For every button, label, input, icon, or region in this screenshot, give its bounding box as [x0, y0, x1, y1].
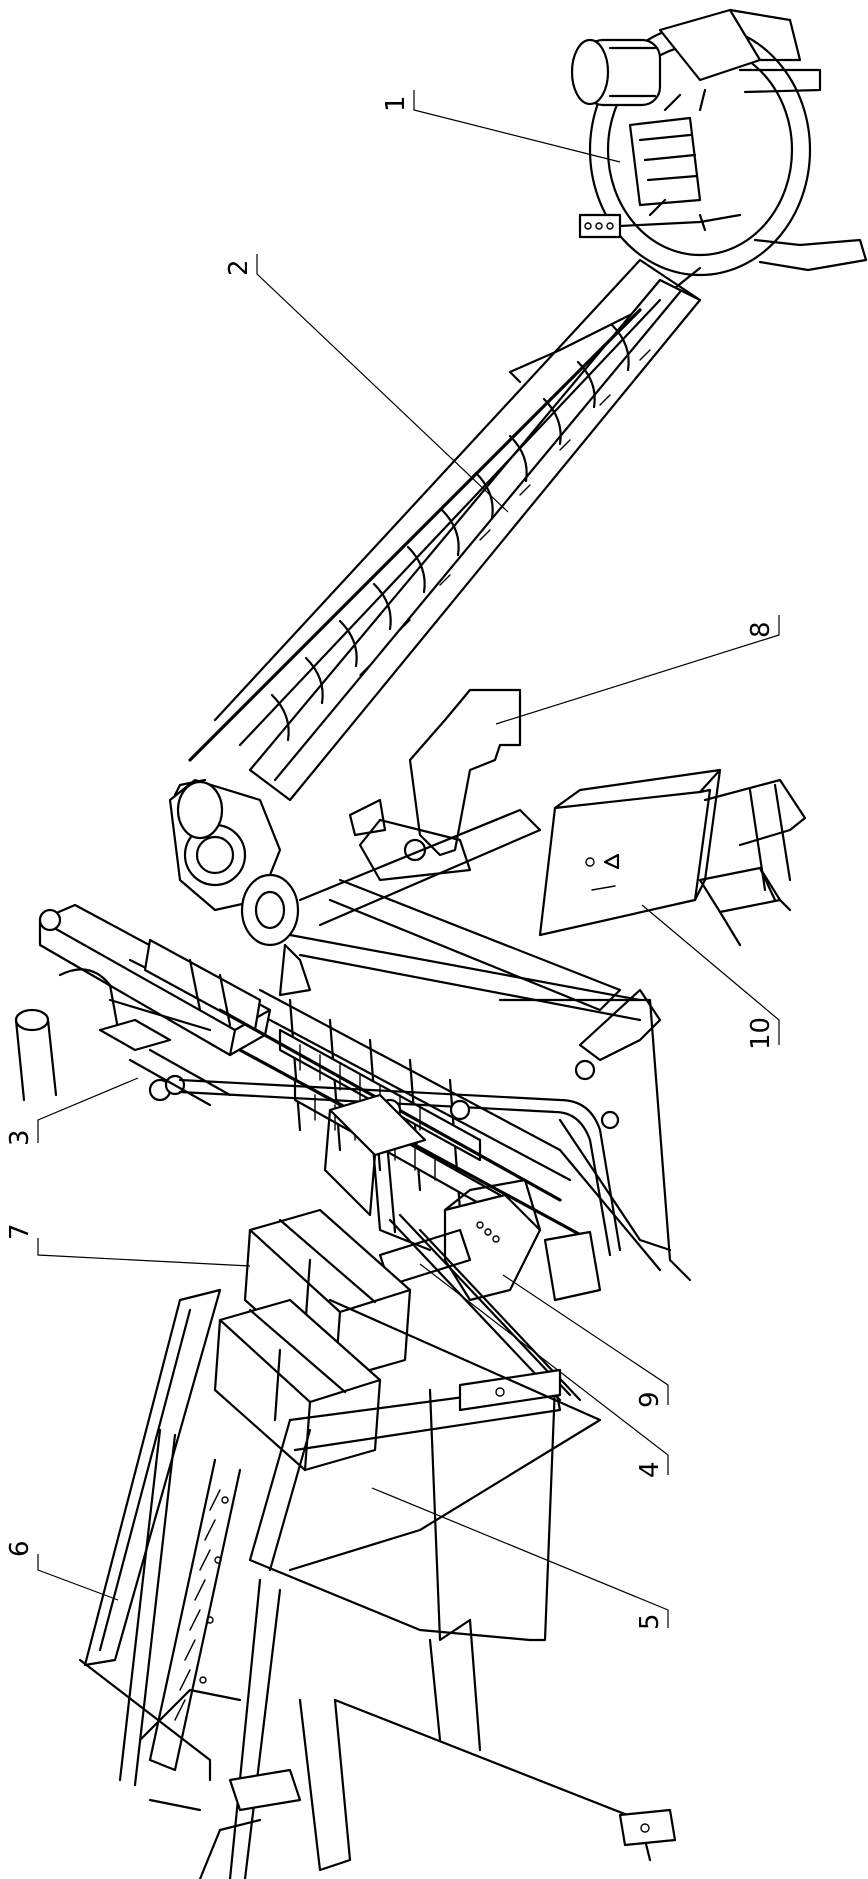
- callout-10: 10: [746, 1017, 776, 1050]
- callout-5: 5: [635, 1613, 665, 1630]
- callout-2: 2: [224, 259, 254, 276]
- callout-4: 4: [635, 1461, 665, 1478]
- callout-8: 8: [746, 621, 776, 638]
- callout-1: 1: [381, 95, 411, 112]
- part-10-control-cabinet: [538, 768, 807, 947]
- part-6-rail-frame: [78, 1288, 302, 1879]
- part-3-press-head: [14, 903, 272, 1107]
- callout-labels: 1 2 8 10 3 7 9 4 6 5: [5, 95, 776, 1630]
- part-9-control-box: [443, 1178, 602, 1302]
- callout-7: 7: [5, 1223, 35, 1240]
- part-7-block-stacks: [213, 1093, 427, 1472]
- part-8-support-plate: [348, 688, 522, 882]
- callout-leaders: [37, 90, 780, 1628]
- callout-9: 9: [635, 1391, 665, 1408]
- callout-3: 3: [5, 1129, 35, 1146]
- part-2-screw-conveyor: [168, 258, 702, 912]
- part-1-mixer-drum: [508, 8, 868, 384]
- part-5-outfeed-frame: [228, 1298, 677, 1879]
- callout-6: 6: [5, 1540, 35, 1557]
